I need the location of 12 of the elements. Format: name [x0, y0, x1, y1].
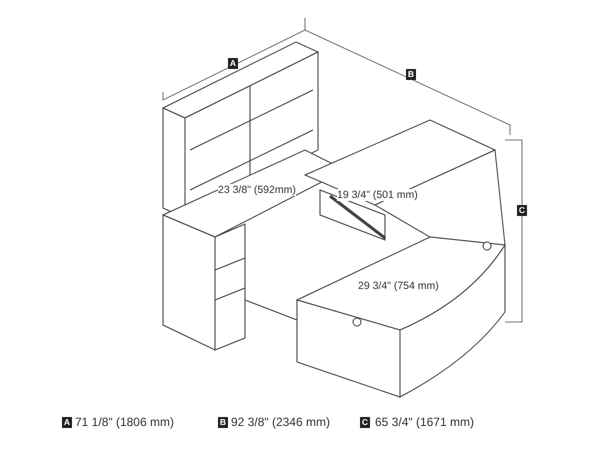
dimension-letter: A	[228, 58, 238, 69]
dimension-letter: C	[517, 205, 527, 216]
dimension-value: 71 1/8" (1806 mm)	[75, 416, 174, 428]
dimension-label: 19 3/4" (501 mm)	[337, 189, 418, 201]
dimension-letter: C	[360, 417, 370, 428]
dimension-letter: A	[62, 417, 72, 428]
dimension-value: 92 3/8" (2346 mm)	[231, 416, 330, 428]
dimension-letter: B	[218, 417, 228, 428]
dimension-value: 65 3/4" (1671 mm)	[375, 416, 474, 428]
dimension-label: 23 3/8" (592mm)	[218, 184, 296, 196]
dimension-letter: B	[406, 69, 416, 80]
dimension-label: 29 3/4" (754 mm)	[358, 280, 439, 292]
